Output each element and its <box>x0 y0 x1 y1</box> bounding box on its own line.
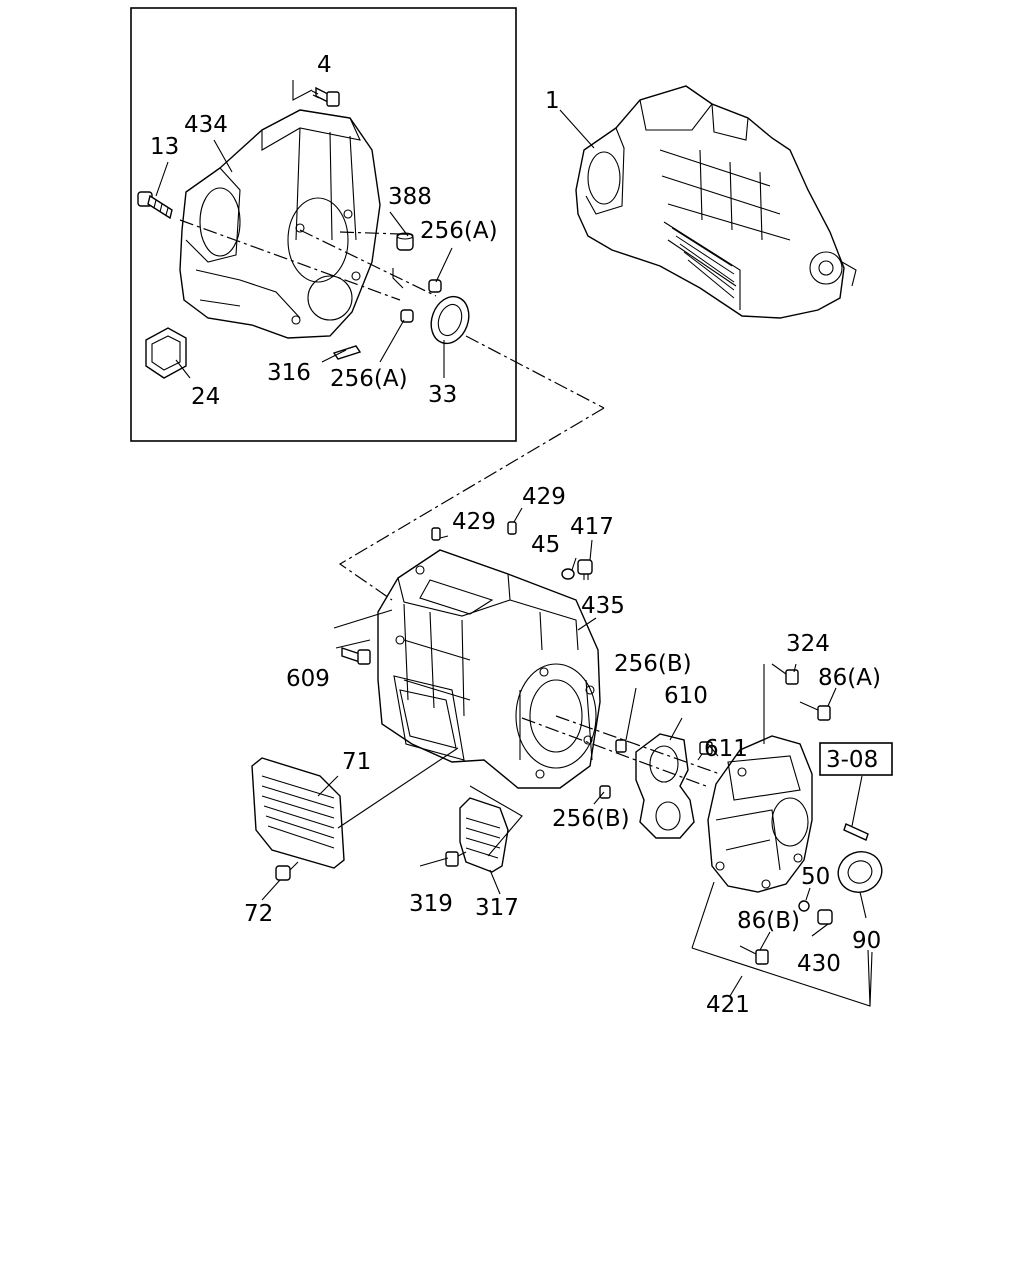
callout-435: 435 <box>581 593 625 619</box>
cover-317-part <box>459 797 509 873</box>
inset-frame <box>130 7 517 442</box>
bolt-13-part <box>137 191 173 220</box>
oring-45-part <box>561 568 575 580</box>
callout-429-mid: 429 <box>452 509 496 535</box>
callout-3-08: 3-08 <box>826 747 878 773</box>
callout-429-top: 429 <box>522 484 566 510</box>
callout-319: 319 <box>409 891 453 917</box>
bolt-324-part <box>771 663 799 685</box>
oring-50-part <box>798 900 810 912</box>
callout-417: 417 <box>570 514 614 540</box>
bolt-4-part <box>311 86 340 107</box>
oil-seal-33-part <box>430 295 470 345</box>
callout-388: 388 <box>388 184 432 210</box>
side-cover-71-part <box>251 757 345 869</box>
callout-324: 324 <box>786 631 830 657</box>
bolt-86b-part <box>739 945 769 965</box>
dowel-pin-256a-part <box>400 279 442 323</box>
clutch-housing-part <box>179 109 381 339</box>
callout-434: 434 <box>184 112 228 138</box>
callout-13: 13 <box>150 134 179 160</box>
stud-3-08-part <box>843 823 869 841</box>
transmission-assembly-part <box>575 85 857 319</box>
callout-50: 50 <box>801 864 830 890</box>
callout-86b: 86(B) <box>737 908 800 934</box>
callout-45: 45 <box>531 532 560 558</box>
callout-317: 317 <box>475 895 519 921</box>
ref-box-3-08 <box>819 742 893 776</box>
callout-430: 430 <box>797 951 841 977</box>
cover-24-part <box>145 327 187 379</box>
callout-4: 4 <box>317 52 332 78</box>
callout-316: 316 <box>267 360 311 386</box>
bolt-86a-part <box>799 701 831 721</box>
callout-86a: 86(A) <box>818 665 881 691</box>
plate-316-part <box>332 345 362 360</box>
callout-609: 609 <box>286 666 330 692</box>
oil-seal-90-part <box>837 851 883 893</box>
callout-90: 90 <box>852 928 881 954</box>
rear-cover-part <box>707 735 813 893</box>
transmission-case-part <box>377 549 601 789</box>
callout-421: 421 <box>706 992 750 1018</box>
callout-256a-bottom: 256(A) <box>330 366 408 392</box>
bolt-319-part <box>445 851 467 867</box>
plug-430-part <box>817 909 833 925</box>
plug-417-part <box>577 559 593 580</box>
callout-610: 610 <box>664 683 708 709</box>
gasket-610-part <box>635 733 695 839</box>
bolt-72-part <box>275 861 299 881</box>
callout-71: 71 <box>342 749 371 775</box>
bolt-609-part <box>341 647 371 665</box>
callout-611: 611 <box>704 736 748 762</box>
callout-256b-bottom: 256(B) <box>552 806 630 832</box>
bushing-388-part <box>396 232 414 251</box>
pin-429-part <box>431 521 517 541</box>
callout-1: 1 <box>545 88 560 114</box>
callout-256a-top: 256(A) <box>420 218 498 244</box>
dowel-256b-part <box>599 739 627 799</box>
callout-33: 33 <box>428 382 457 408</box>
callout-24: 24 <box>191 384 220 410</box>
callout-256b-top: 256(B) <box>614 651 692 677</box>
callout-72: 72 <box>244 901 273 927</box>
